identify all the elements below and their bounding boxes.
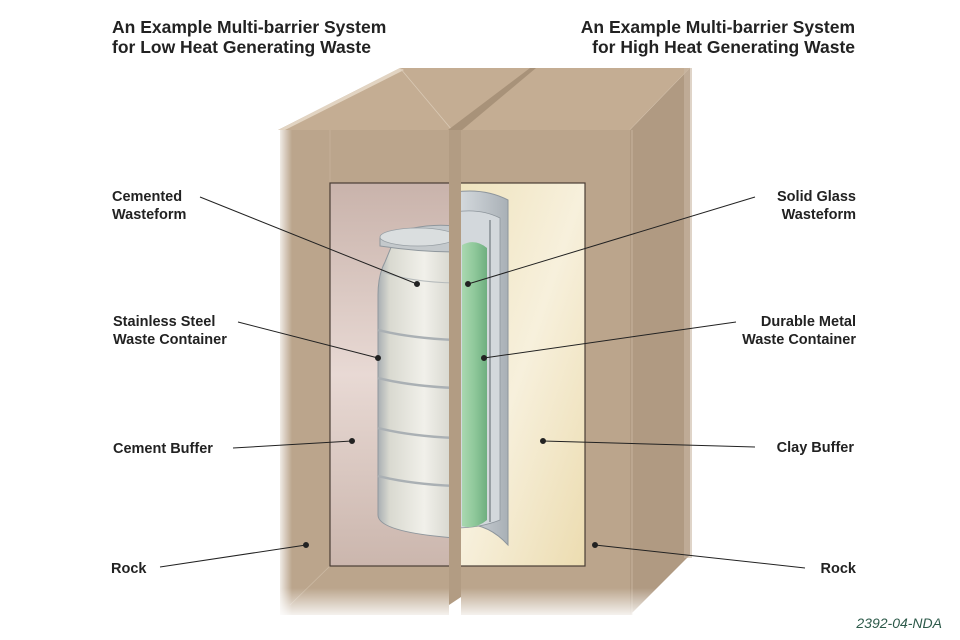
leader-dot-cement-buffer <box>349 438 355 444</box>
leader-cemented-wasteform <box>199 196 418 285</box>
label-cement-buffer: Cement Buffer <box>113 440 213 458</box>
leader-stainless-steel <box>237 321 379 359</box>
label-rock-left: Rock <box>111 560 146 578</box>
label-stainless-steel-line-1: Stainless Steel <box>113 314 216 330</box>
durable-metal-container <box>454 190 509 547</box>
title-high-heat-line-2: for High Heat Generating Waste <box>592 37 855 57</box>
label-solid-glass-line-1: Solid Glass <box>777 189 856 205</box>
title-low-heat-line-2: for Low Heat Generating Waste <box>112 37 371 57</box>
label-cemented-wasteform: Cemented Wasteform <box>112 188 186 224</box>
title-low-heat: An Example Multi-barrier System for Low … <box>112 17 386 57</box>
title-low-heat-line-1: An Example Multi-barrier System <box>112 17 387 37</box>
leader-dot-clay-buffer <box>540 438 546 444</box>
rock-top-face <box>278 68 690 130</box>
label-durable-metal-waste-container: Durable Metal Waste Container <box>742 313 856 349</box>
label-cemented-wasteform-line-1: Cemented <box>112 189 183 205</box>
label-durable-metal-line-1: Durable Metal <box>760 314 856 330</box>
label-cemented-wasteform-line-2: Wasteform <box>112 207 187 223</box>
stainless-steel-canister <box>377 224 457 539</box>
label-stainless-steel-line-2: Waste Container <box>113 332 227 348</box>
label-clay-buffer-line-1: Clay Buffer <box>776 440 854 456</box>
rock-top-edge-highlight <box>278 68 404 130</box>
leader-cement-buffer <box>232 440 353 449</box>
divider-slab-bottom-tip <box>449 597 461 615</box>
divider-slab-front <box>449 130 461 610</box>
label-cement-buffer-line-1: Cement Buffer <box>113 441 213 457</box>
label-stainless-steel-waste-container: Stainless Steel Waste Container <box>113 313 227 349</box>
leader-dot-stainless-steel <box>375 355 381 361</box>
divider-slab-top <box>448 68 536 130</box>
rock-bottom-fade <box>278 588 694 618</box>
label-rock-right: Rock <box>821 560 856 578</box>
leader-dot-rock-left <box>303 542 309 548</box>
leader-dot-cemented-wasteform <box>414 281 420 287</box>
leader-lines-left <box>159 196 420 568</box>
rock-left-fade <box>278 130 292 615</box>
label-solid-glass-wasteform: Solid Glass Wasteform <box>777 188 856 224</box>
label-durable-metal-line-2: Waste Container <box>742 332 856 348</box>
label-clay-buffer: Clay Buffer <box>777 439 854 457</box>
title-high-heat-line-1: An Example Multi-barrier System <box>580 17 855 37</box>
figure-code: 2392-04-NDA <box>856 615 942 631</box>
label-rock-left-line-1: Rock <box>111 561 147 577</box>
leader-rock-left <box>159 544 307 568</box>
rock-top-crease-left <box>399 67 453 131</box>
leader-durable-metal <box>483 321 737 359</box>
leader-dot-durable-metal <box>481 355 487 361</box>
leader-clay-buffer <box>542 440 756 448</box>
label-solid-glass-line-2: Wasteform <box>781 207 856 223</box>
label-rock-right-line-1: Rock <box>820 561 856 577</box>
leader-solid-glass <box>467 196 756 285</box>
rock-side-edge-shade <box>684 68 692 558</box>
leader-lines-right <box>465 196 806 569</box>
title-high-heat: An Example Multi-barrier System for High… <box>557 17 855 57</box>
leader-dot-solid-glass <box>465 281 471 287</box>
leader-dot-rock-right <box>592 542 598 548</box>
leader-rock-right <box>594 544 806 569</box>
rock-side-face <box>630 68 690 615</box>
